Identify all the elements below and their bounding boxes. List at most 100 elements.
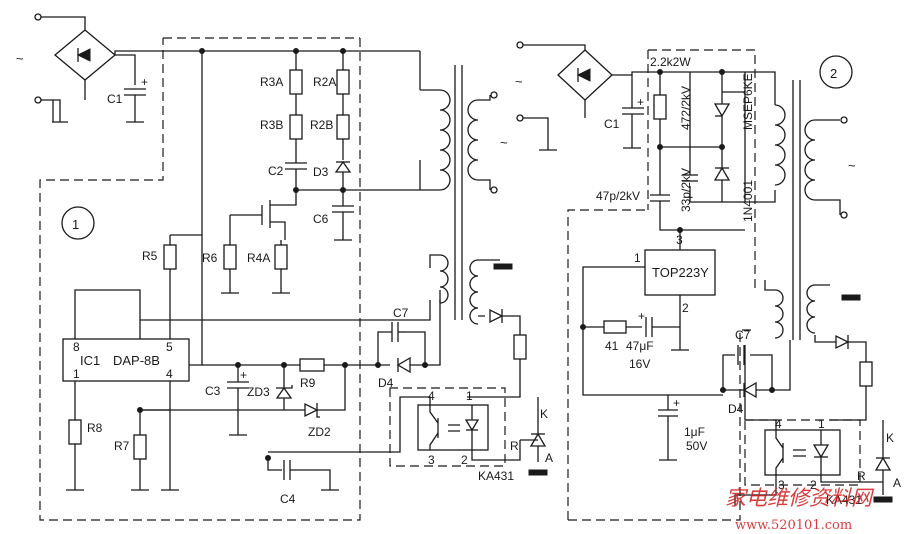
watermark-url: www.520101.com <box>735 518 852 533</box>
resistor-41 <box>603 320 627 334</box>
left-output-diode <box>489 308 504 324</box>
tvs-label: MSEP6KE <box>741 73 755 130</box>
cap-47u-value: 47μF <box>626 339 654 353</box>
zd2-label: ZD2 <box>308 425 331 439</box>
zd3-label: ZD3 <box>247 385 270 399</box>
diode-1n4001 <box>713 166 731 181</box>
r7-label: R7 <box>114 439 130 453</box>
ic1-pin4: 4 <box>166 367 173 381</box>
left-ka431-a: A <box>545 451 553 465</box>
left-opto-pin3: 3 <box>428 453 435 467</box>
right-secondary-boundary <box>744 419 861 486</box>
left-ka431-r: R <box>510 439 519 453</box>
watermark-text: 家电维修资料网 <box>725 486 875 510</box>
right-diode-d4 <box>742 381 757 399</box>
r3b-label: R3B <box>260 118 283 132</box>
resistor-r2b <box>336 114 350 140</box>
r8-label: R8 <box>87 421 103 435</box>
left-transformer: ~ <box>419 51 513 325</box>
right-opto-pin1: 1 <box>818 417 825 431</box>
right-c7-label: C7 <box>735 328 751 342</box>
resistor-2k2 <box>653 94 667 120</box>
tvs-diode <box>713 103 731 118</box>
resistor-r7 <box>133 434 147 460</box>
top223y-label: TOP223Y <box>652 265 709 280</box>
left-opto-pin2: 2 <box>461 453 468 467</box>
right-ka431-a: A <box>893 476 901 490</box>
r2a-label: R2A <box>313 75 336 89</box>
right-circuit-number: 2 <box>830 66 837 81</box>
resistor-r3b <box>289 114 303 140</box>
cap-472-label: 472/2kV <box>679 86 693 130</box>
cap-47u-voltage: 16V <box>629 357 650 371</box>
c3-plus: + <box>240 368 247 382</box>
ic1-model: DAP-8B <box>113 353 160 368</box>
right-circuit: ~ C1 + 2 2.2k2W 472/2kV MS <box>515 41 901 521</box>
left-bridge-rectifier <box>53 29 420 100</box>
c4-label: C4 <box>280 492 296 506</box>
resistor-r6 <box>223 244 237 270</box>
cap-1u-voltage: 50V <box>686 439 707 453</box>
right-ka431-label: KA431 <box>826 493 862 507</box>
r3a-label: R3A <box>260 75 283 89</box>
left-opto-pin4: 4 <box>428 389 435 403</box>
right-transformer: ~ <box>745 71 861 343</box>
resistor-r9 <box>299 358 325 372</box>
left-ac-symbol: ~ <box>16 51 24 66</box>
right-c1-label: C1 <box>604 117 620 131</box>
left-c1-capacitor: C1 + <box>107 75 148 123</box>
top-pin1: 1 <box>634 251 641 265</box>
left-circuit: ~ C1 + 1 R3A <box>16 13 553 521</box>
top-pin2: 2 <box>682 301 689 315</box>
left-ac-input: ~ <box>16 13 86 123</box>
ic1-pin1: 1 <box>73 367 80 381</box>
right-circuit-number-ring <box>819 55 853 89</box>
diode-d3 <box>334 160 352 173</box>
c2-label: C2 <box>268 164 284 178</box>
resistor-r5 <box>163 244 177 270</box>
right-c1-plus: + <box>637 95 644 109</box>
left-c1-label: C1 <box>107 92 123 106</box>
left-output-resistor <box>513 334 527 360</box>
right-ka431-k: K <box>886 431 894 445</box>
left-opto-pin1: 1 <box>466 389 473 403</box>
cap-47u-plus: + <box>638 309 645 323</box>
right-optocoupler: 4 1 3 2 <box>734 345 866 505</box>
left-secondary-boundary <box>389 387 506 467</box>
resistor-41-label: 41 <box>605 339 619 353</box>
right-ka431-regulator: K R A KA431 <box>826 420 901 507</box>
diode-1n4001-label: 1N4001 <box>741 180 755 222</box>
left-output-terminal <box>493 263 513 270</box>
resistor-r4a <box>274 244 288 270</box>
ic1-pin8: 8 <box>73 340 80 354</box>
right-dashed-boundary-main <box>567 209 755 521</box>
c7-label: C7 <box>393 306 409 320</box>
left-out-ac-symbol: ~ <box>500 135 508 150</box>
ic1-chip <box>62 338 190 382</box>
zener-zd2 <box>304 402 319 418</box>
top-pin3: 3 <box>676 233 683 247</box>
resistor-r2a <box>336 69 350 95</box>
c3-label: C3 <box>205 384 221 398</box>
r9-label: R9 <box>300 376 316 390</box>
r4a-label: R4A <box>247 251 270 265</box>
cap-47p-label: 47p/2kV <box>596 189 640 203</box>
right-output-diode <box>835 334 850 350</box>
left-ka431-regulator: K R A KA431 <box>478 397 553 483</box>
resistor-r8 <box>68 419 82 445</box>
cap-1u-value: 1μF <box>684 425 705 439</box>
left-circuit-number: 1 <box>72 217 79 232</box>
watermark: 家电维修资料网 www.520101.com <box>725 486 875 533</box>
left-ka431-label: KA431 <box>478 469 514 483</box>
top223y-chip <box>644 249 716 296</box>
r2b-label: R2B <box>310 118 333 132</box>
cap-33p-label: 33p/2kV <box>679 168 693 212</box>
left-ka431-k: K <box>540 407 548 421</box>
left-c1-plus: + <box>141 75 148 89</box>
left-circuit-number-ring <box>61 206 95 240</box>
right-d4-label: D4 <box>728 402 744 416</box>
r6-label: R6 <box>202 251 218 265</box>
right-output-resistor <box>859 361 873 387</box>
right-opto-pin2: 2 <box>810 478 817 492</box>
